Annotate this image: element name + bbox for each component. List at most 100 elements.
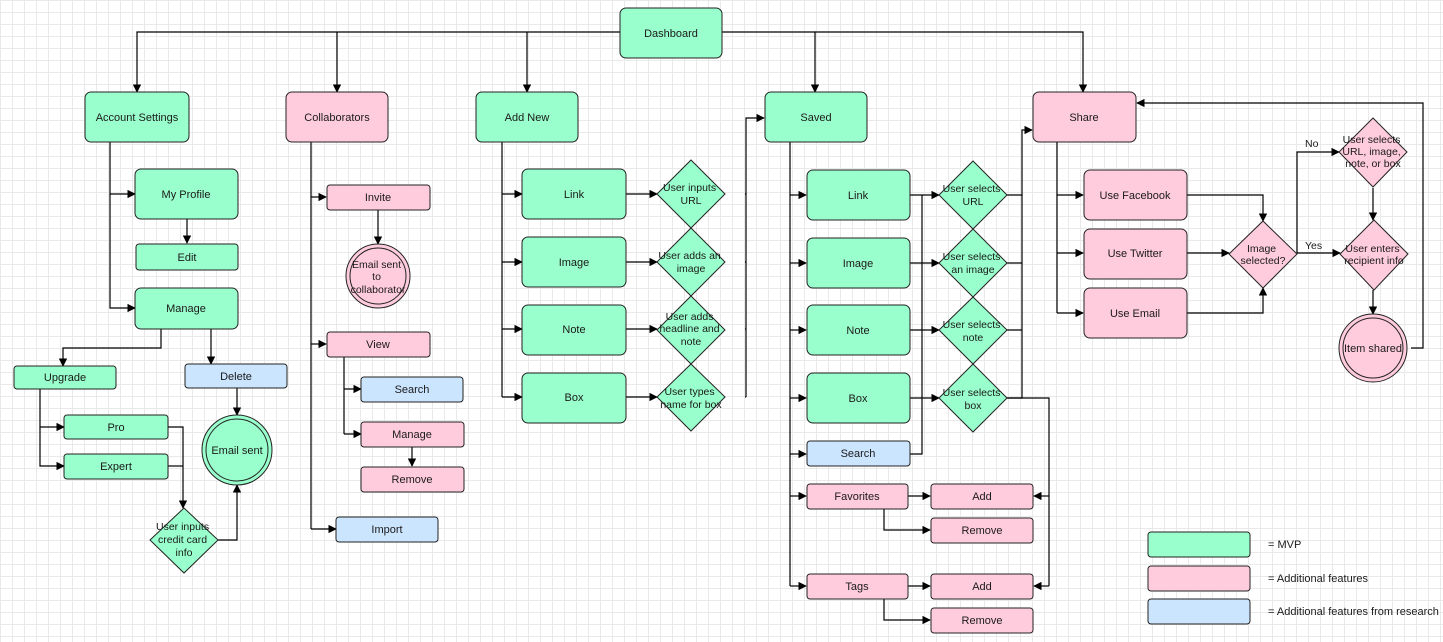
favorites-label: Favorites [834,491,880,503]
user-selects-note-line-2: note [963,332,984,344]
pro-label: Pro [107,422,124,434]
user-inputs-credit-card-node [149,507,219,574]
search-collab-node [360,376,464,403]
remove-collab-label: Remove [392,474,433,486]
user-selects-image-label: User selects an image [943,251,1004,276]
favorites-node [806,483,909,510]
email-sent-to-collaborator-line-2: to [372,271,381,283]
share-label: Share [1069,112,1098,124]
box-new-node [521,372,627,424]
manage-account-node [134,287,239,330]
user-selects-url-line-1: User selects [943,183,1001,195]
legend-research-swatch [1147,598,1251,625]
user-selects-box-node [938,363,1008,433]
user-selects-url-image-note-box-line-2: URL, image, [1342,146,1400,158]
collaborators-node [285,91,389,143]
image-selected-line-2: selected? [1241,255,1286,267]
box-new-label: Box [565,392,584,404]
tags-label: Tags [845,581,869,593]
note-new-node [521,304,627,356]
image-selected-line-1: Image [1247,243,1276,255]
use-facebook-label: Use Facebook [1100,190,1171,202]
edit-label: Edit [178,252,197,264]
image-new-label: Image [559,257,590,269]
email-sent-to-collaborator-inner-ring [349,247,407,305]
collaborators-label: Collaborators [304,112,370,124]
dashboard-label: Dashboard [644,28,698,40]
box-saved-label: Box [849,393,868,405]
fav-remove-label: Remove [962,525,1003,537]
item-shared-inner-ring [1342,317,1404,379]
user-adds-headline-line-3: note [681,336,702,348]
use-facebook-node [1083,169,1188,221]
delete-label: Delete [220,371,252,383]
connectors [39,31,1424,625]
user-adds-headline-line-2: headline and [659,323,719,335]
user-inputs-url-label: User inputs URL [663,182,719,207]
link-new-node [521,168,627,220]
pro-node [63,414,169,440]
user-selects-url-node [938,160,1008,230]
user-selects-url-image-note-box-label: User selects URL, image, note, or box [1342,134,1403,170]
image-saved-node [806,237,911,289]
share-node [1032,91,1137,143]
my-profile-label: My Profile [162,189,211,201]
user-selects-url-image-note-box-line-3: note, or box [1345,158,1401,170]
user-selects-note-label: User selects note [943,319,1004,344]
expert-node [63,453,169,480]
user-selects-box-line-1: User selects [943,387,1001,399]
legend-additional-swatch [1147,565,1251,592]
search-saved-label: Search [841,448,876,460]
fav-add-node [930,483,1034,510]
expert-label: Expert [100,461,132,473]
tags-add-label: Add [972,581,992,593]
search-saved-node [806,440,911,467]
fav-remove-node [930,517,1034,544]
legend-research-label: = Additional features from research [1268,606,1439,618]
add-new-label: Add New [505,112,550,124]
user-types-name-line-1: User types [664,386,714,398]
user-selects-image-line-2: an image [951,264,994,276]
invite-node [326,184,431,211]
email-sent-to-collaborator-node [345,243,411,309]
saved-node [764,91,868,143]
tags-add-node [930,573,1034,600]
manage-collab-node [360,421,465,448]
nodes: Dashboard Account Settings My Profile Ed… [13,7,1409,634]
user-inputs-credit-card-line-3: info [176,547,193,559]
user-adds-headline-label: User adds headline and note [659,311,722,348]
user-selects-url-line-2: URL [962,196,983,208]
email-sent-label: Email sent [211,445,262,457]
user-enters-recipient-line-1: User enters [1345,243,1399,255]
invite-label: Invite [365,192,391,204]
link-saved-label: Link [848,190,869,202]
user-selects-url-image-note-box-line-1: User selects [1343,134,1401,146]
user-selects-note-line-1: User selects [943,319,1001,331]
user-adds-image-node [656,227,726,297]
email-sent-to-collaborator-line-1: Email sent [352,259,401,271]
no-branch-label: No [1305,138,1319,150]
manage-collab-label: Manage [392,429,432,441]
tags-remove-node [930,607,1034,634]
email-sent-to-collaborator-label: Email sent to collaborator [351,259,406,296]
user-enters-recipient-label: User enters recipient info [1344,243,1404,267]
link-new-label: Link [564,189,585,201]
user-enters-recipient-node [1339,219,1409,291]
import-node [335,516,439,543]
account-settings-node [84,91,190,143]
use-email-node [1083,287,1188,339]
user-selects-box-label: User selects box [943,387,1004,412]
user-selects-image-line-1: User selects [943,251,1001,263]
use-twitter-node [1083,228,1188,280]
item-shared-node [1338,313,1408,383]
legend-mvp-label: = MVP [1268,539,1301,551]
email-sent-to-collaborator-line-3: collaborator [351,284,406,296]
user-adds-headline-line-1: User adds [666,311,714,323]
upgrade-node [13,365,117,390]
email-sent-node [201,414,273,486]
view-node [326,331,431,358]
user-enters-recipient-line-2: recipient info [1344,255,1404,267]
image-saved-label: Image [843,258,874,270]
add-new-node [475,91,579,143]
